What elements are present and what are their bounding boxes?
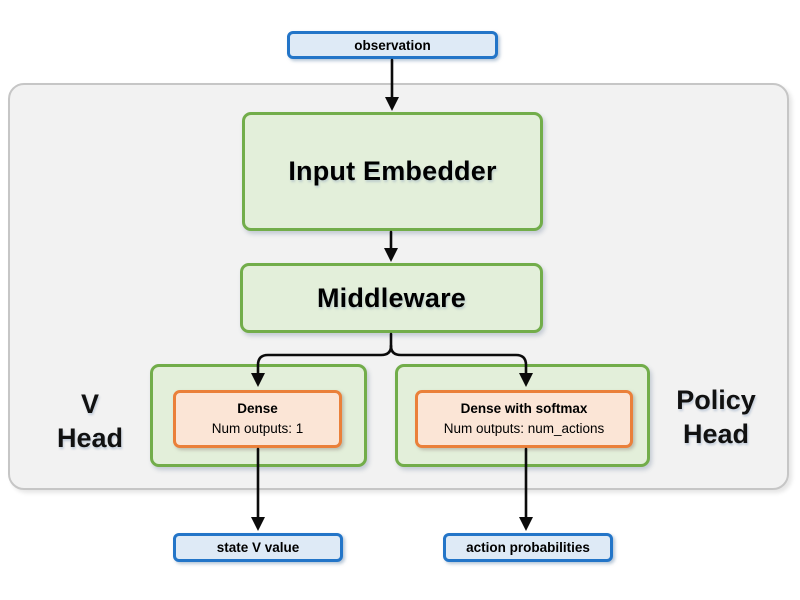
dense-softmax-subtitle: Num outputs: num_actions <box>443 421 605 436</box>
policy-head-label-line1: Policy <box>676 385 756 415</box>
v-head-label-line1: V <box>80 389 99 419</box>
policy-head-label: Policy Head <box>656 384 776 452</box>
dense-title: Dense <box>237 401 278 417</box>
action-probabilities-node: action probabilities <box>443 533 613 562</box>
dense-softmax-title: Dense with softmax <box>460 401 588 417</box>
dense-softmax-node: Dense with softmax Num outputs: num_acti… <box>415 390 633 448</box>
state-v-value-node: state V value <box>173 533 343 562</box>
observation-node: observation <box>287 31 498 59</box>
v-head-label: V Head <box>30 388 150 456</box>
dense-node: Dense Num outputs: 1 <box>173 390 342 448</box>
dense-subtitle: Num outputs: 1 <box>211 421 304 436</box>
middleware-node: Middleware <box>240 263 543 333</box>
v-head-label-line2: Head <box>56 422 124 453</box>
policy-head-label-line2: Head <box>682 418 750 449</box>
input-embedder-node: Input Embedder <box>242 112 543 231</box>
